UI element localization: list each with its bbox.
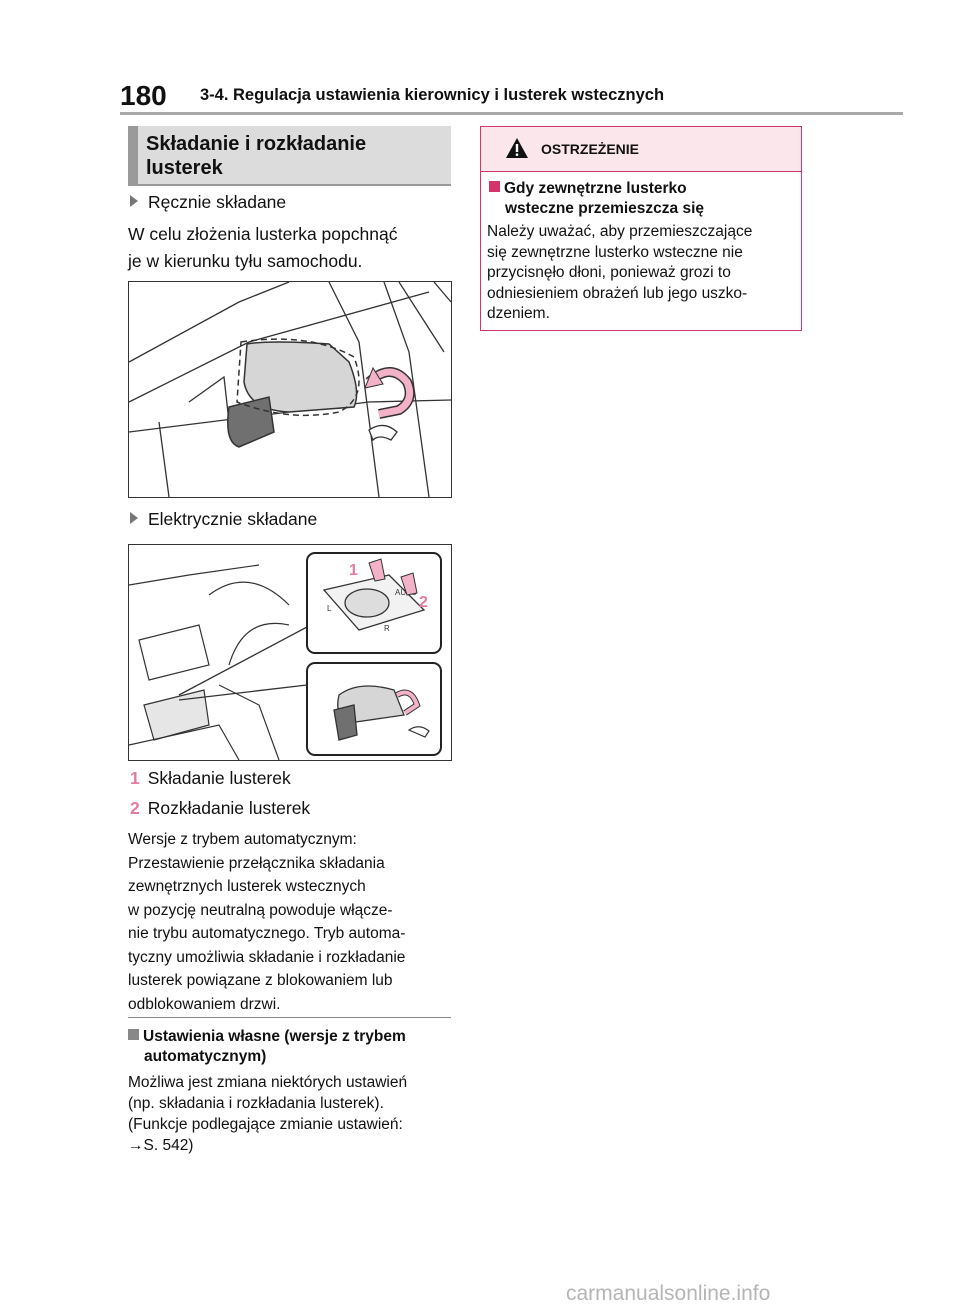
figure-label-1: 1 bbox=[349, 562, 358, 579]
paragraph-line: Możliwa jest zmiana niektórych ustawień bbox=[128, 1074, 408, 1091]
warning-title: OSTRZEŻENIE bbox=[541, 141, 640, 157]
manual-text-line1: W celu złożenia lusterka popchnąć bbox=[128, 224, 398, 244]
paragraph-line: przycisnęło dłoni, ponieważ grozi to bbox=[487, 264, 731, 281]
custom-settings-heading: Ustawienia własne (wersje z trybem autom… bbox=[128, 1027, 460, 1067]
warning-heading-line1: Gdy zewnętrzne lusterko bbox=[504, 180, 687, 197]
paragraph-line: nie trybu automatycznego. Tryb automa- bbox=[128, 925, 406, 942]
paragraph-line: zewnętrznych lusterek wstecznych bbox=[128, 878, 366, 895]
electric-fold-illustration: AUTO L R 1 2 bbox=[129, 552, 442, 760]
paragraph-line: dzeniem. bbox=[487, 305, 550, 322]
list-item-number: 1 bbox=[130, 768, 140, 788]
section-underline bbox=[128, 184, 451, 186]
switch-letter-l: L bbox=[327, 604, 332, 613]
bullet-electric: Elektrycznie składane bbox=[130, 509, 317, 530]
custom-heading-line1: Ustawienia własne (wersje z trybem bbox=[143, 1028, 406, 1045]
paragraph-line: odblokowaniem drzwi. bbox=[128, 995, 281, 1013]
auto-mode-paragraph: Wersje z trybem automatycznym: Przestawi… bbox=[128, 828, 460, 1016]
manual-text-line2: je w kierunku tyłu samochodu. bbox=[128, 251, 363, 271]
warning-header: OSTRZEŻENIE bbox=[481, 127, 801, 172]
warning-heading-line2: wsteczne przemieszcza się bbox=[505, 200, 705, 217]
list-item-number: 2 bbox=[130, 798, 140, 818]
custom-settings-text: Możliwa jest zmiana niektórych ustawień … bbox=[128, 1072, 463, 1156]
bullet-manual: Ręcznie składane bbox=[130, 192, 286, 213]
bullet-manual-label: Ręcznie składane bbox=[148, 192, 287, 212]
square-bullet-icon bbox=[128, 1029, 139, 1041]
list-item-label: Składanie lusterek bbox=[147, 768, 291, 788]
paragraph-line: (np. składania i rozkładania lusterek). bbox=[128, 1095, 384, 1112]
figure-electric-fold: AUTO L R 1 2 bbox=[128, 544, 452, 761]
paragraph-line: tyczny umożliwia składanie i rozkładanie bbox=[128, 948, 406, 966]
list-item: 1 Składanie lusterek bbox=[130, 768, 291, 789]
manual-fold-illustration bbox=[129, 282, 451, 497]
manual-text: W celu złożenia lusterka popchnąć je w k… bbox=[128, 221, 458, 275]
figure-label-2: 2 bbox=[419, 594, 428, 611]
warning-text: Należy uważać, aby przemieszczające się … bbox=[487, 222, 801, 325]
paragraph-line: odniesieniem obrażeń lub jego uszko- bbox=[487, 284, 748, 302]
section-title-line1: Składanie i rozkładanie bbox=[146, 133, 367, 155]
paragraph-line: Przestawienie przełącznika składania bbox=[128, 854, 385, 872]
paragraph-line: w pozycję neutralną powoduje włącze- bbox=[128, 901, 393, 919]
bullet-arrow-icon bbox=[130, 512, 138, 525]
paragraph-line: Wersje z trybem automatycznym: bbox=[128, 831, 357, 848]
chapter-title: 3-4. Regulacja ustawienia kierownicy i l… bbox=[200, 86, 665, 104]
figure-manual-fold bbox=[128, 281, 452, 498]
watermark: carmanualsonline.info bbox=[566, 1282, 771, 1305]
paragraph-line: się zewnętrzne lusterko wsteczne nie bbox=[487, 243, 743, 261]
list-item-label: Rozkładanie lusterek bbox=[147, 798, 311, 818]
warning-box: OSTRZEŻENIE Gdy zewnętrzne lusterko wste… bbox=[480, 126, 802, 331]
paragraph-line: lusterek powiązane z blokowaniem lub bbox=[128, 972, 393, 989]
header-rule bbox=[120, 112, 903, 115]
paragraph-line: (Funkcje podlegające zmianie ustawień: bbox=[128, 1116, 403, 1133]
warning-heading: Gdy zewnętrzne lusterko wsteczne przemie… bbox=[489, 179, 799, 219]
separator bbox=[128, 1017, 451, 1018]
bullet-electric-label: Elektrycznie składane bbox=[148, 509, 318, 529]
paragraph-line: Należy uważać, aby przemieszczające bbox=[487, 223, 753, 240]
square-bullet-icon bbox=[489, 181, 500, 193]
section-title-line2: lusterek bbox=[146, 157, 223, 179]
custom-heading-line2: automatycznym) bbox=[144, 1048, 267, 1065]
switch-letter-r: R bbox=[384, 624, 390, 633]
section-heading: Składanie i rozkładanie lusterek bbox=[128, 126, 451, 184]
bullet-arrow-icon bbox=[130, 195, 138, 208]
page-number: 180 bbox=[120, 80, 167, 111]
list-item: 2 Rozkładanie lusterek bbox=[130, 798, 310, 819]
paragraph-line: →S. 542) bbox=[128, 1137, 194, 1154]
warning-triangle-icon bbox=[506, 138, 528, 158]
